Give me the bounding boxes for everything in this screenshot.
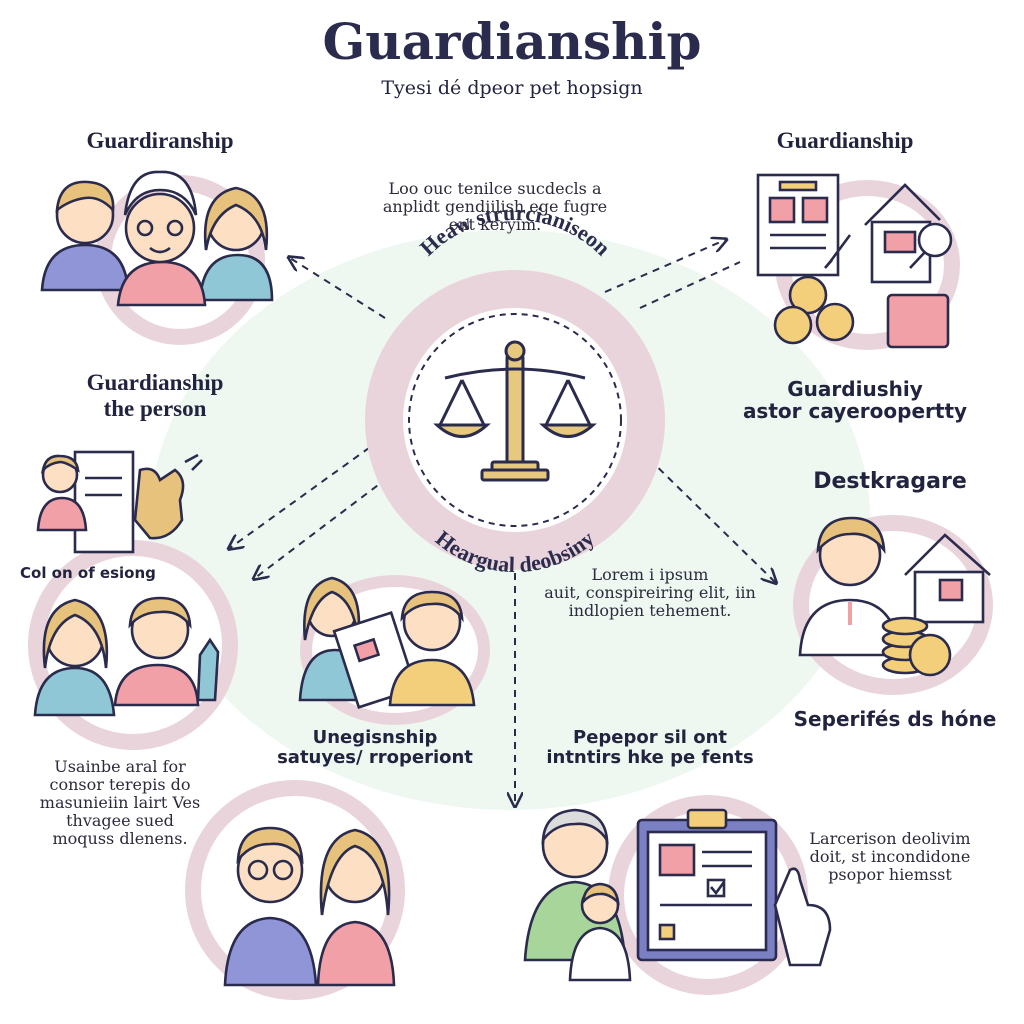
heading-top-left: Guardiranship [86,128,234,153]
paragraph-line: doit, st incondidone [809,846,971,866]
collaboration-people-icon [33,596,220,717]
arrow-to-top-right [604,240,725,293]
family-icon-top-left [40,170,274,307]
heading-pepepor-line1: Pepepor sil ont [573,727,727,748]
paragraph-line: moquss dlenens. [52,828,188,848]
arrow-to-collaboration-2 [255,469,399,578]
paragraph-line: Usainbe aral for [54,757,186,776]
wallet-icon [886,293,950,349]
heading-pepepor-line2: intntirs hke pe fents [546,747,754,769]
person-house-coins-icon [798,516,991,677]
arrow-to-collaboration [230,439,381,548]
house-icon [864,183,941,226]
heading-destination: Destkragare [813,469,967,494]
hand-pointer-icon [773,867,832,967]
person-document-icon [36,450,203,554]
document-icon [756,173,840,277]
house-icon [904,533,991,576]
coins-icon [881,616,952,677]
paragraph-bottom-right: Larcerison deolivim doit, st incondidone… [780,830,1000,884]
heading-property: Guardiushiy astor cayeroopertty [725,378,985,423]
couple-icon [223,826,396,987]
paragraph-line: ent keryim. [448,214,542,234]
heading-unegisnship-line2: satuyes/ rroperiont [277,747,473,769]
page-subtitle: Tyesi dé dpeor pet hopsign [381,77,643,99]
heading-unegisnship-line1: Unegisnship [312,727,438,748]
flow-arrows [230,240,775,805]
paragraph-line: Loo ouc tenilce sucdecls a [388,179,602,198]
scales-of-justice-icon [433,340,597,482]
hand-icon [133,467,185,540]
heading-pepepor: Pepepor sil ont intntirs hke pe fents [520,727,780,769]
heading-property-line2: astor cayeroopertty [742,399,968,424]
paragraph-top-center: Loo ouc tenilce sucdecls a anplidt gendi… [345,180,645,234]
heading-top-right: Guardianship [776,128,914,153]
heading-separates: Seperifés ds hóne [793,707,997,731]
paragraph-line: Larcerison deolivim [809,829,971,848]
document-icon [73,450,135,554]
paragraph-mid-right: Lorem i ipsum auit, conspireiring elit, … [520,566,780,620]
heading-person: Guardianship the person [30,370,280,422]
magnifier-icon [917,222,953,258]
paragraph-line: anplidt gendiilish ege fugre [382,196,608,216]
center-emblem [365,270,665,570]
page-title: Guardianship [322,12,702,71]
paragraph-line: Lorem i ipsum [591,565,709,584]
clipboard-people-icon [523,808,832,982]
heading-property-line1: Guardiushiy [787,377,923,401]
paragraph-line: consor terepis do [49,774,191,794]
paragraph-line: thvagee sued [66,810,174,830]
heading-person-line2: the person [103,395,207,421]
heading-person-line1: Guardianship [86,370,224,395]
arrow-to-top-left [290,258,386,319]
paragraph-line: masunieiin lairt Ves [39,792,201,812]
coins-icon [773,275,855,345]
heading-unegisnship: Unegisnship satuyes/ rroperiont [250,727,500,769]
arrow-to-destination [639,449,775,582]
paragraph-bottom-left: Usainbe aral for consor terepis do masun… [20,758,220,848]
paragraph-line: psopor hiemsst [828,864,952,884]
paragraph-line: indlopien tehement. [568,600,732,620]
heading-collaboration: Col on of esiong [20,564,156,582]
handover-people-icon [298,576,476,709]
paragraph-line: auit, conspireiring elit, iin [544,582,756,602]
arrow-to-top-right-2 [639,261,741,309]
property-icons-top-right [756,173,953,349]
